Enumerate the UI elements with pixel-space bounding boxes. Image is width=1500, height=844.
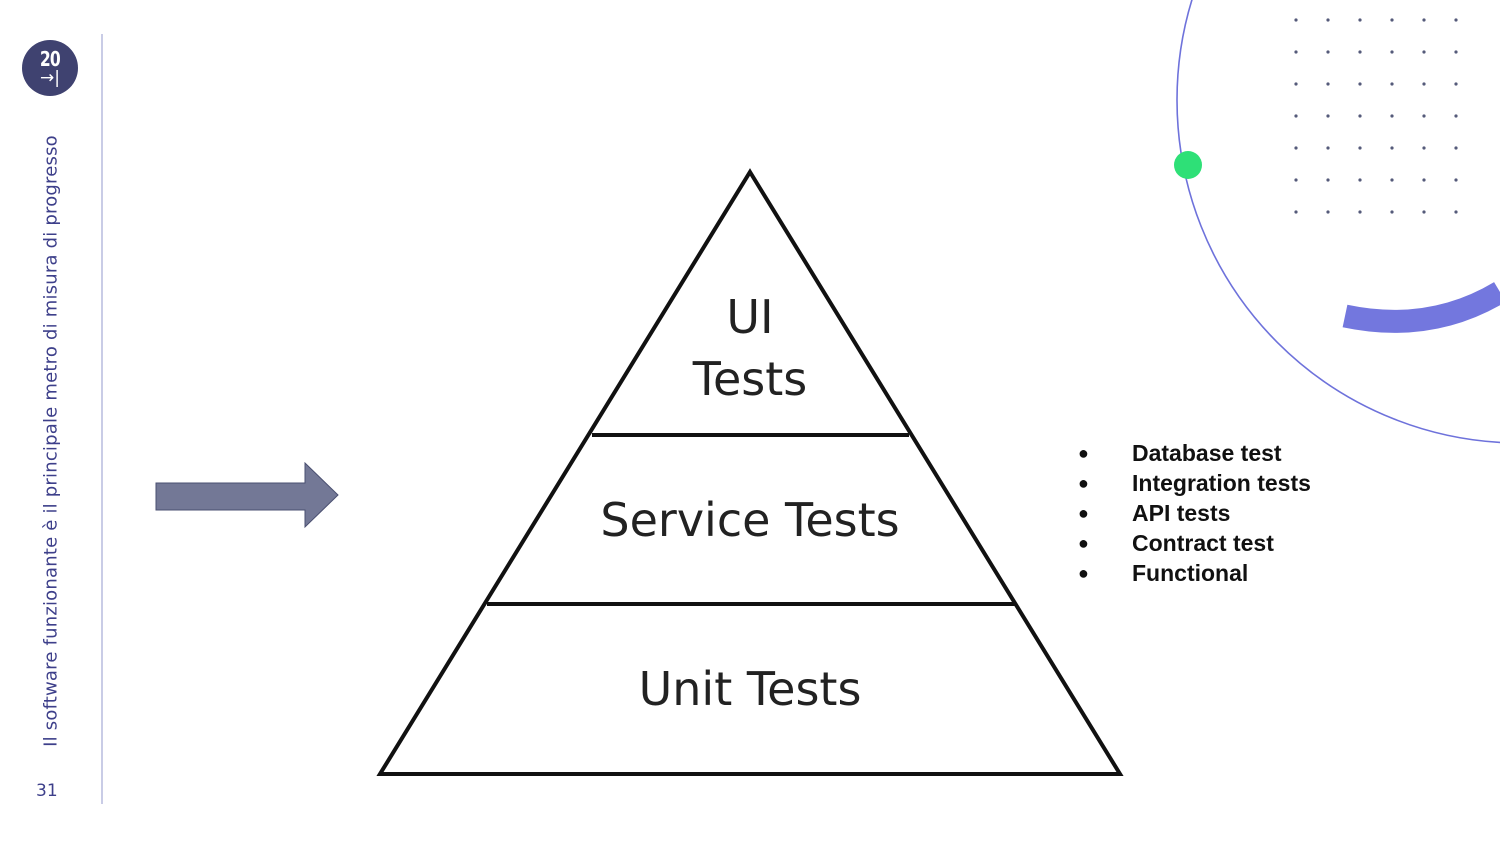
grid-dot — [1326, 18, 1330, 22]
grid-dot — [1390, 210, 1394, 214]
grid-dot — [1422, 178, 1426, 182]
grid-dot — [1326, 178, 1330, 182]
list-item-label: Integration tests — [1132, 469, 1311, 496]
grid-dot — [1358, 146, 1362, 150]
grid-dot — [1422, 18, 1426, 22]
list-item: ● Contract test — [1078, 528, 1311, 558]
grid-dot — [1454, 146, 1458, 150]
list-item-label: Database test — [1132, 439, 1282, 466]
grid-dot — [1294, 178, 1298, 182]
list-item: ● Functional — [1078, 558, 1311, 588]
grid-dot — [1454, 82, 1458, 86]
grid-dot — [1390, 178, 1394, 182]
grid-dot — [1326, 210, 1330, 214]
grid-dot — [1422, 210, 1426, 214]
list-item-label: API tests — [1132, 499, 1231, 526]
sidebar-divider — [101, 34, 103, 804]
grid-dot — [1326, 146, 1330, 150]
thin-arc — [1176, 0, 1500, 444]
grid-dot — [1454, 114, 1458, 118]
list-item-label: Functional — [1132, 559, 1249, 586]
green-dot-icon — [1174, 151, 1202, 179]
grid-dot — [1422, 82, 1426, 86]
bullet-icon: ● — [1078, 562, 1089, 583]
grid-dot — [1326, 114, 1330, 118]
grid-dot — [1422, 50, 1426, 54]
grid-dot — [1454, 50, 1458, 54]
grid-dot — [1390, 50, 1394, 54]
grid-dot — [1454, 210, 1458, 214]
grid-dot — [1422, 114, 1426, 118]
grid-dot — [1390, 146, 1394, 150]
list-item-label: Contract test — [1132, 529, 1274, 556]
grid-dot — [1294, 50, 1298, 54]
grid-dot — [1390, 18, 1394, 22]
bullet-icon: ● — [1078, 442, 1089, 463]
list-item: ● API tests — [1078, 498, 1311, 528]
pyramid-top-label-line2: Tests — [692, 352, 808, 406]
grid-dot — [1294, 114, 1298, 118]
bullet-icon: ● — [1078, 532, 1089, 553]
logo-arrow-icon: →| — [40, 68, 60, 88]
grid-dot — [1390, 114, 1394, 118]
grid-dot — [1358, 178, 1362, 182]
grid-dot — [1326, 82, 1330, 86]
grid-dot — [1358, 50, 1362, 54]
pyramid-middle-label: Service Tests — [600, 493, 899, 547]
grid-dot — [1454, 18, 1458, 22]
list-item: ● Integration tests — [1078, 468, 1311, 498]
dot-grid — [1294, 18, 1458, 214]
grid-dot — [1422, 146, 1426, 150]
grid-dot — [1358, 210, 1362, 214]
bullet-icon: ● — [1078, 472, 1089, 493]
grid-dot — [1294, 82, 1298, 86]
service-tests-list: ● Database test ● Integration tests ● API t… — [1078, 438, 1311, 588]
logo-number: 20 — [39, 47, 61, 71]
pyramid-top-label-line1: UI — [726, 290, 773, 344]
grid-dot — [1294, 146, 1298, 150]
test-pyramid: UI Tests Service Tests Unit Tests — [376, 168, 1124, 776]
grid-dot — [1294, 210, 1298, 214]
grid-dot — [1358, 18, 1362, 22]
grid-dot — [1326, 50, 1330, 54]
pyramid-bottom-label: Unit Tests — [639, 662, 862, 716]
bullet-icon: ● — [1078, 502, 1089, 523]
logo: 20 →| — [22, 40, 78, 96]
list-item: ● Database test — [1078, 438, 1311, 468]
page-number: 31 — [36, 781, 58, 801]
thick-arc — [1342, 282, 1500, 333]
right-arrow-icon — [155, 462, 339, 529]
grid-dot — [1294, 18, 1298, 22]
grid-dot — [1390, 82, 1394, 86]
grid-dot — [1358, 82, 1362, 86]
grid-dot — [1454, 178, 1458, 182]
grid-dot — [1358, 114, 1362, 118]
